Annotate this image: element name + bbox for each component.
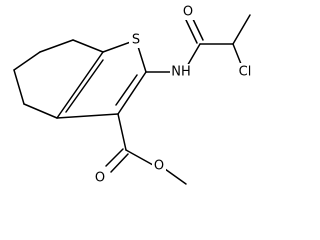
amide-nitrogen-atom-label: NH: [171, 65, 191, 80]
bond-c4-c3a: [23, 103, 58, 119]
bond-c3a-c7a: [56, 51, 104, 119]
bond-cester-o-double-2: [110, 153, 129, 173]
ester-chain-bonds: [105, 113, 187, 185]
bond-c2-c3: [117, 71, 147, 115]
bond-cester-oether: [125, 149, 154, 166]
bond-c-o-double-2: [191, 16, 204, 41]
bond-c7a-c7: [72, 39, 104, 53]
thiophene-ring-bonds: [56, 39, 147, 119]
bond-c7-c6: [39, 39, 74, 53]
bond-calpha-cl: [232, 43, 242, 65]
molecule-structure-diagram: S NH O Cl O O: [13, 4, 256, 186]
bond-c-o-double-1: [185, 19, 198, 44]
bond-c5-c4: [13, 69, 25, 105]
bond-c6-c5: [13, 51, 41, 71]
atom-labels: S NH O Cl O O: [93, 5, 256, 186]
bond-c3-cester: [117, 113, 127, 151]
ester-ether-oxygen-atom-label: O: [154, 159, 164, 174]
chlorine-atom-label: Cl: [239, 65, 252, 80]
sulfur-atom-label: S: [132, 33, 140, 48]
cyclohexane-ring-bonds: [13, 39, 104, 119]
bond-oether-ch3: [164, 168, 187, 185]
bond-cester-o-double-1: [105, 148, 124, 167]
amide-oxygen-atom-label: O: [183, 5, 193, 20]
bond-c3a-c7a-inner: [65, 59, 104, 113]
ester-carbonyl-oxygen-atom-label: O: [95, 171, 105, 186]
bond-calpha-ch3: [232, 14, 251, 45]
bond-c3-c3a: [56, 113, 119, 119]
bond-c2-c3-inner: [115, 74, 138, 106]
